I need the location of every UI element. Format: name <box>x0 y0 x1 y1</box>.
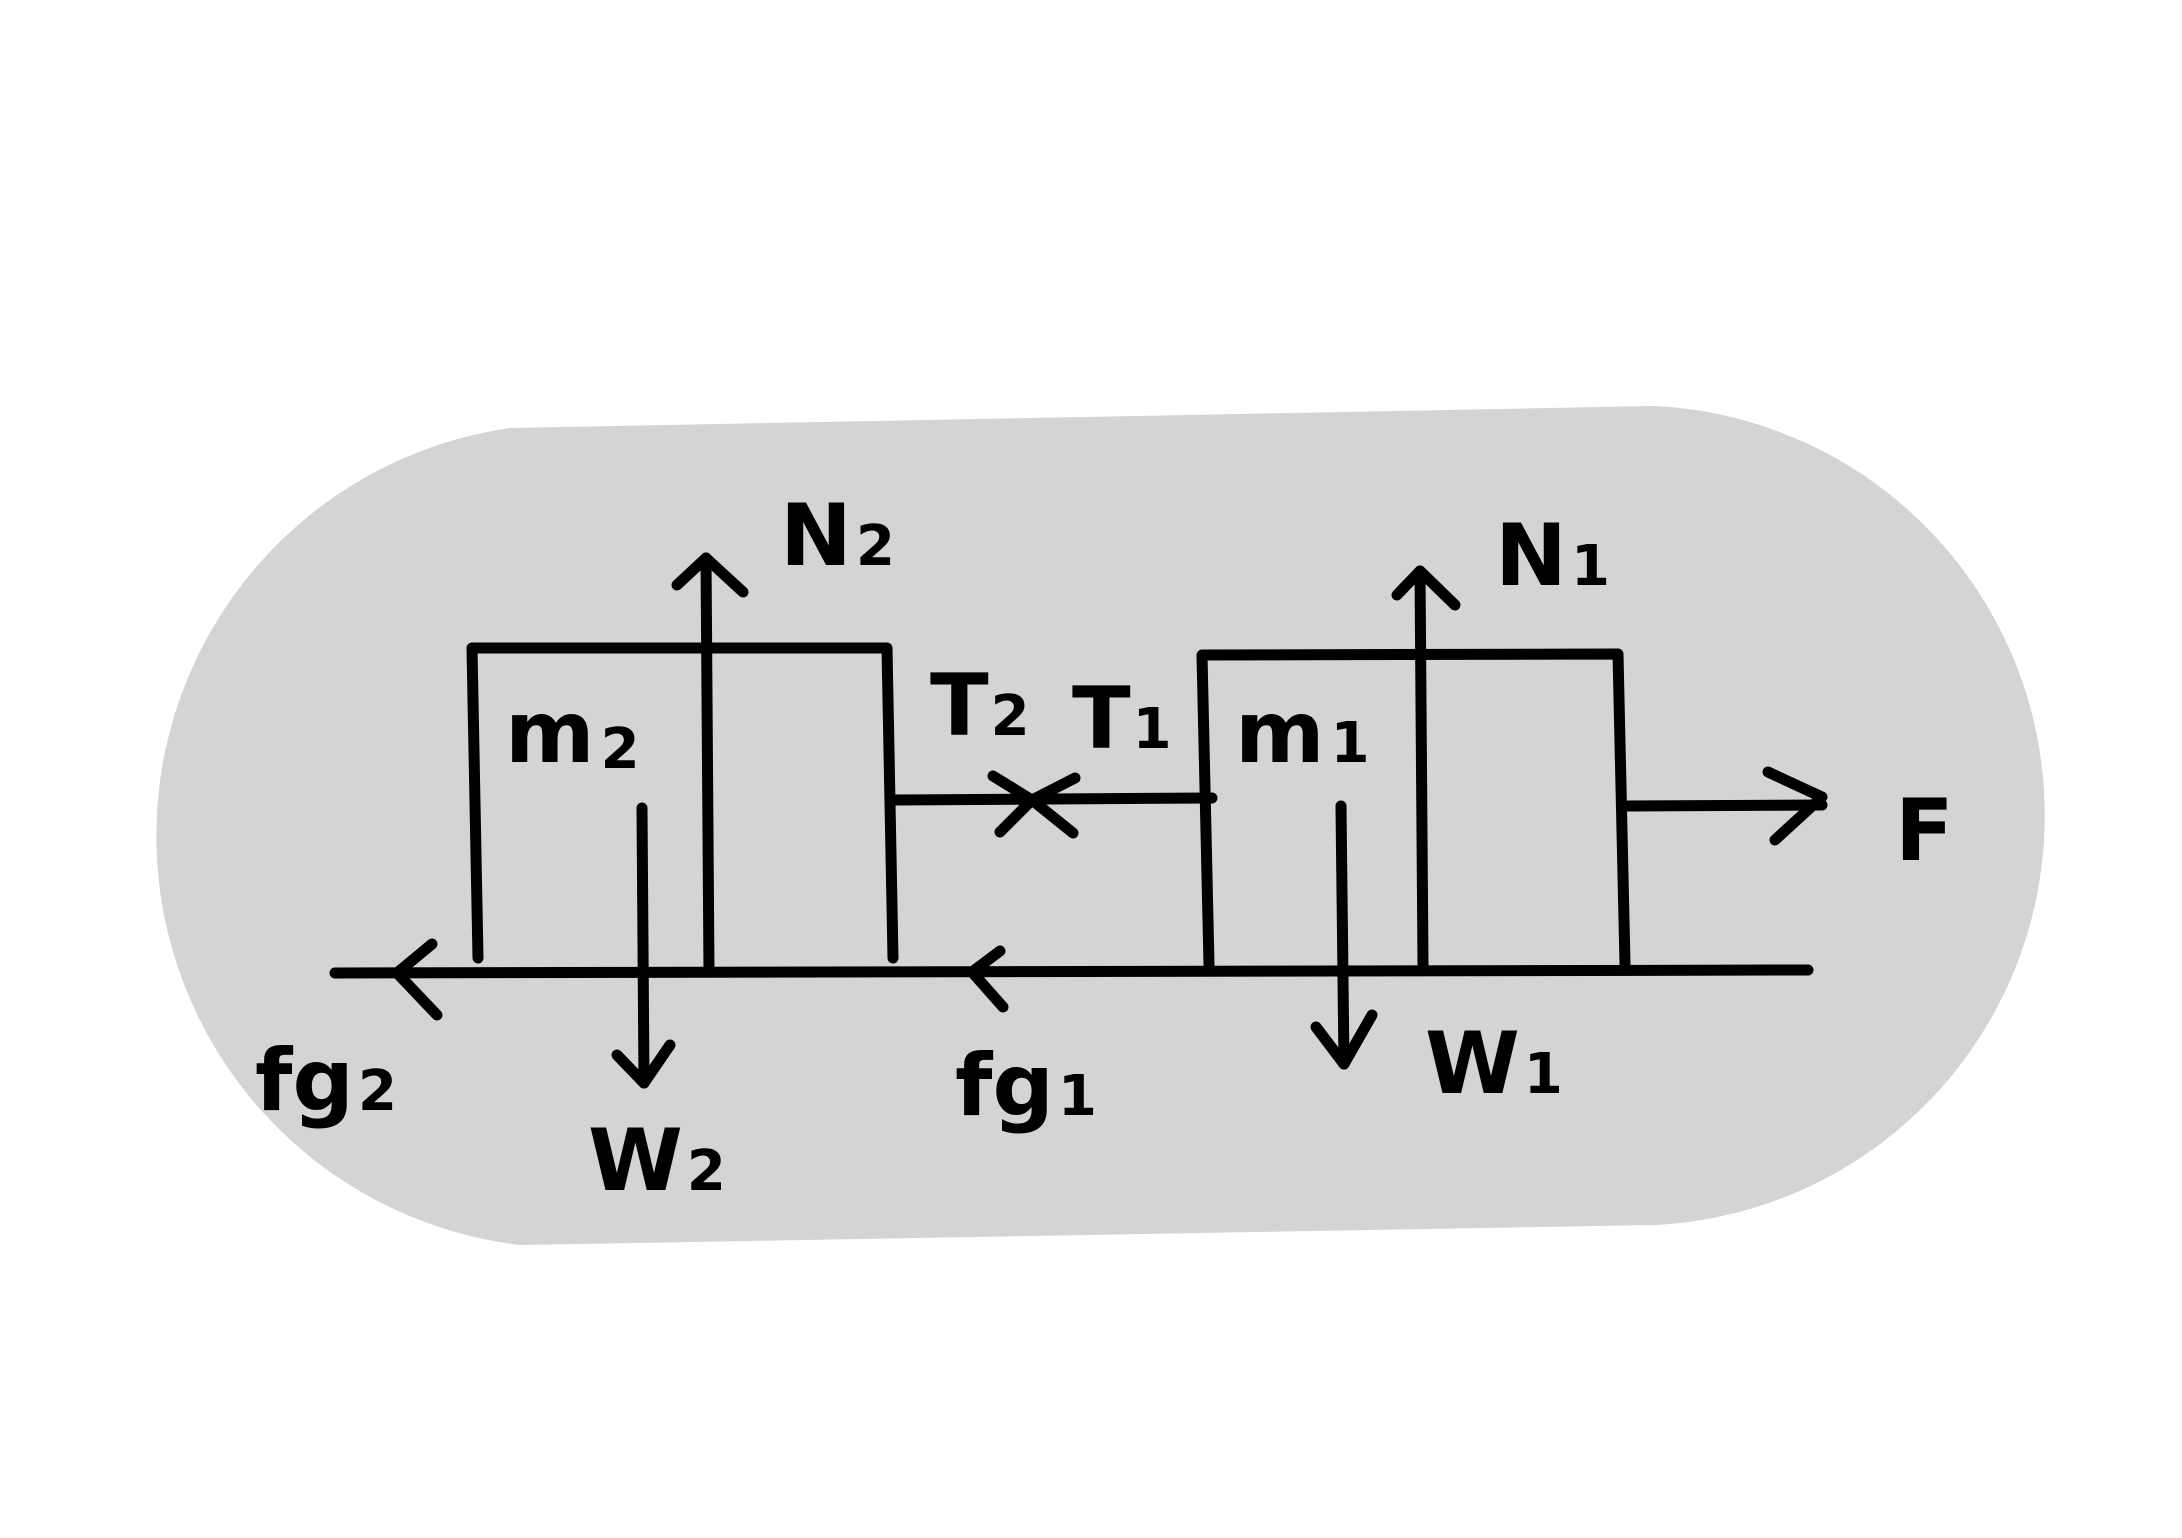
label-fg1: fg1 <box>955 1036 1097 1136</box>
block-m1 <box>1196 648 1631 971</box>
friction-fg1-arrow <box>966 945 1009 1013</box>
background-region <box>156 406 2045 1245</box>
friction-fg2-arrow <box>391 938 443 1021</box>
weight-w2-arrow <box>611 802 676 1089</box>
label-t1: T1 <box>1072 669 1172 769</box>
normal-force-n2-arrow <box>671 552 749 978</box>
label-f: F <box>1895 781 1954 881</box>
label-w2: W2 <box>588 1111 726 1211</box>
label-fg2: fg2 <box>255 1031 397 1131</box>
weight-w1-arrow <box>1310 800 1378 1070</box>
normal-force-n1-arrow <box>1391 565 1461 971</box>
label-n2: N2 <box>780 486 895 586</box>
connecting-rope <box>889 792 1218 806</box>
block-m2 <box>466 642 899 964</box>
label-n1: N1 <box>1495 506 1610 606</box>
ground-surface <box>329 964 1814 979</box>
label-t2: T2 <box>930 656 1030 756</box>
applied-force-f-arrow <box>1622 766 1828 846</box>
label-w1: W1 <box>1425 1014 1563 1114</box>
tension-t1-arrow <box>987 770 1079 839</box>
